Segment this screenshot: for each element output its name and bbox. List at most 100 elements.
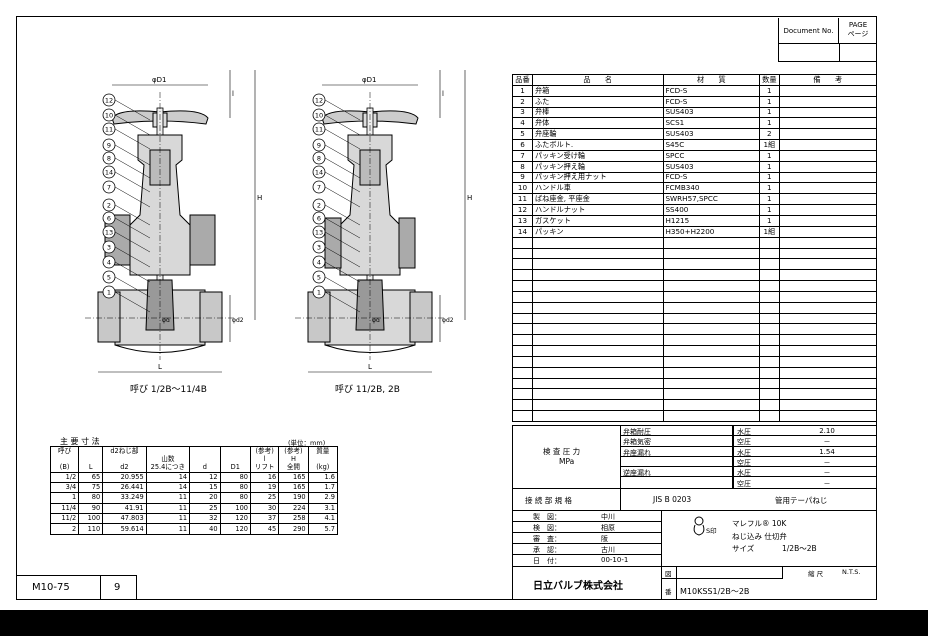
approval-role: 製 図： bbox=[533, 513, 561, 521]
part-name: ばね座金, 平座金 bbox=[531, 193, 664, 206]
doc-code: M10-75 bbox=[32, 582, 70, 593]
header-material: 材 質 bbox=[662, 74, 761, 86]
parts-row-blank bbox=[512, 301, 878, 314]
dimensions-cell: 19 bbox=[249, 481, 280, 494]
dimensions-cell: 165 bbox=[278, 481, 309, 494]
part-qty: 1 bbox=[759, 214, 780, 227]
connection-type: 管用テーパねじ bbox=[775, 496, 828, 505]
dimensions-header-cell: d2ねじ部 bbox=[102, 446, 147, 455]
approval-name: 00-10-1 bbox=[601, 556, 629, 564]
valve-mark-icon bbox=[693, 516, 705, 536]
dimensions-header-cell bbox=[307, 455, 339, 464]
part-qty: 1 bbox=[759, 117, 780, 130]
part-no: 12 bbox=[512, 204, 533, 216]
parts-row-blank bbox=[512, 355, 878, 368]
part-name: パッキン受け輪 bbox=[531, 149, 664, 162]
connection-standard: JIS B 0203 bbox=[653, 495, 692, 504]
pressure-row: 逆座漏れ 水圧 － bbox=[621, 467, 877, 478]
dimensions-cell: 80 bbox=[219, 471, 252, 483]
drawing-label: 図 bbox=[665, 570, 672, 578]
pressure-row: 弁箱気密 空圧 － bbox=[621, 436, 877, 447]
dimensions-cell: 16 bbox=[249, 471, 280, 483]
dimensions-cell: 12 bbox=[189, 471, 221, 483]
part-name: 弁棒 bbox=[531, 106, 664, 119]
bonnet-bolt bbox=[398, 217, 416, 269]
parts-row-blank bbox=[512, 258, 878, 271]
pressure-value: 1.54 bbox=[819, 447, 835, 456]
approval-role: 審 査： bbox=[533, 535, 561, 543]
part-note bbox=[778, 225, 878, 238]
part-no: 9 bbox=[512, 171, 533, 184]
part-balloon-label: 5 bbox=[107, 274, 111, 282]
right-caption: 呼び 11/2B, 2B bbox=[335, 384, 400, 395]
left-caption: 呼び 1/2B～11/4B bbox=[130, 384, 207, 395]
dimensions-cell: 120 bbox=[219, 523, 252, 535]
part-balloon-label: 2 bbox=[107, 202, 111, 210]
part-balloon-label: 6 bbox=[317, 215, 321, 223]
drawing-frame bbox=[16, 16, 877, 600]
body-end-right bbox=[409, 291, 433, 343]
part-name: ハンドル車 bbox=[531, 182, 664, 195]
part-balloon-label: 7 bbox=[107, 184, 111, 192]
part-no: 11 bbox=[512, 193, 533, 206]
part-balloon-label: 11 bbox=[315, 126, 323, 134]
part-balloon-label: 12 bbox=[315, 97, 323, 105]
part-balloon-label: 11 bbox=[105, 126, 113, 134]
part-note bbox=[778, 160, 878, 173]
parts-row-blank bbox=[512, 247, 878, 260]
dimensions-cell: 5.7 bbox=[307, 523, 339, 535]
parts-row-blank bbox=[512, 312, 878, 325]
leader-line bbox=[324, 204, 361, 226]
part-balloon-label: 3 bbox=[107, 244, 111, 252]
part-balloon-label: 10 bbox=[315, 112, 323, 120]
leader-line bbox=[114, 157, 151, 179]
part-name: 弁体 bbox=[531, 117, 664, 130]
part-balloon-label: 5 bbox=[317, 274, 321, 282]
part-note bbox=[778, 171, 878, 184]
product-size-value: 1/2B～2B bbox=[782, 544, 817, 553]
part-note bbox=[778, 128, 878, 141]
dimensions-title: 主 要 寸 法 bbox=[60, 437, 100, 446]
dimensions-cell: 1 bbox=[49, 492, 80, 504]
dim-label-d: φd bbox=[162, 317, 170, 324]
pressure-item: 弁箱気密 bbox=[623, 438, 651, 447]
header-qty: 数量 bbox=[759, 74, 780, 86]
leader-line bbox=[114, 231, 151, 253]
part-note bbox=[778, 106, 878, 119]
leader-line bbox=[324, 231, 361, 253]
dimensions-cell: 33.249 bbox=[102, 492, 147, 504]
dimensions-unit: (単位：mm) bbox=[288, 439, 326, 447]
dimensions-cell: 11/4 bbox=[49, 502, 80, 515]
part-balloon-label: 13 bbox=[315, 229, 323, 237]
pressure-item: 逆座漏れ bbox=[623, 469, 651, 478]
part-name: ハンドルナット bbox=[531, 204, 664, 216]
part-name: ふた bbox=[531, 95, 664, 108]
pressure-row: 空圧 － bbox=[621, 457, 877, 468]
leader-line bbox=[114, 186, 151, 208]
leader-line bbox=[114, 114, 151, 136]
approval-name: 古川 bbox=[601, 546, 615, 554]
dimensions-cell: 80 bbox=[219, 492, 252, 504]
part-material: FCD-S bbox=[662, 84, 761, 97]
leader-line bbox=[324, 114, 361, 136]
dimensions-cell: 258 bbox=[278, 513, 309, 525]
parts-row-blank bbox=[512, 345, 878, 357]
part-balloon-label: 10 bbox=[105, 112, 113, 120]
bottom-bar bbox=[0, 610, 928, 636]
part-name: パッキン押え輪 bbox=[531, 160, 664, 173]
body-bottom bbox=[324, 344, 416, 353]
leader-line bbox=[324, 99, 361, 121]
drawing-number-block: 図 番 縮 尺 N.T.S. M10KSS1/2B～2B bbox=[662, 567, 877, 600]
part-name: ふたボルト. bbox=[531, 139, 664, 151]
dimensions-cell: 20 bbox=[189, 492, 221, 504]
dimensions-cell: 100 bbox=[78, 513, 104, 525]
part-no: 1 bbox=[512, 84, 533, 97]
dimensions-header-cell bbox=[219, 446, 252, 455]
